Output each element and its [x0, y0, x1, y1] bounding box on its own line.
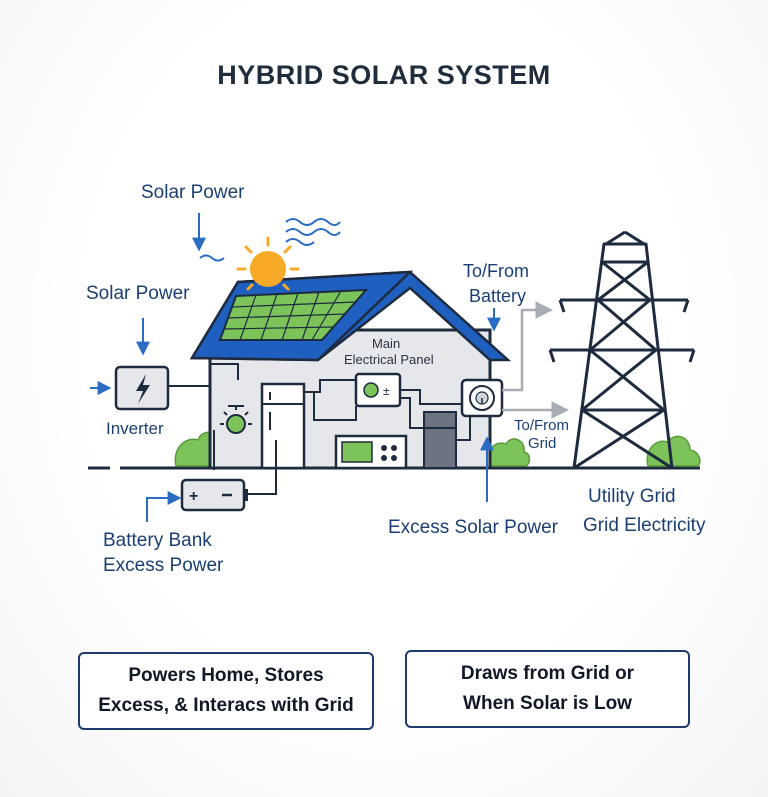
wave-icons — [199, 218, 341, 262]
utility-tower — [548, 230, 696, 470]
to-from-battery-label-line2: Battery — [469, 286, 527, 306]
battery-bank-label: Battery Bank — [103, 530, 212, 551]
bush-middle — [486, 438, 531, 467]
page-title: HYBRID SOLAR SYSTEM — [217, 60, 551, 90]
to-from-battery-label-line1: To/From — [463, 261, 530, 281]
solar-power-left-label: Solar Power — [86, 283, 190, 304]
solar-power-top-label: Solar Power — [141, 182, 245, 203]
water-heater — [423, 411, 457, 469]
to-from-grid-label-line2: Grid — [528, 435, 557, 452]
bush-right — [646, 435, 701, 467]
to-from-battery-arrow — [502, 301, 553, 392]
home-appliance — [334, 434, 408, 470]
light-bulb-icon — [220, 405, 252, 434]
inverter-box — [114, 365, 170, 411]
sun-icon — [236, 236, 300, 291]
roof-solar-panel — [218, 288, 369, 341]
summary-box-right-line1: Draws from Grid or — [460, 663, 635, 684]
battery-plus-icon: + — [189, 488, 198, 505]
to-from-grid-label-line1: To/From — [514, 417, 570, 434]
excess-power-label: Excess Power — [103, 555, 224, 576]
summary-box-left-line2: Excess, & Interacs with Grid — [98, 695, 354, 716]
house: ± — [189, 270, 512, 470]
grid-flow-arrows — [502, 301, 569, 419]
house-wiring — [168, 363, 471, 495]
excess-solar-power-label: Excess Solar Power — [388, 517, 559, 538]
main-panel-label-line1: Main — [372, 336, 401, 351]
battery-bank: + — [180, 478, 248, 512]
flow-arrows — [90, 213, 501, 522]
refrigerator — [260, 382, 306, 470]
grid-meter — [460, 378, 504, 418]
utility-grid-label: Utility Grid — [588, 486, 676, 507]
inverter-label: Inverter — [106, 419, 164, 438]
summary-box-right: Draws from Grid or When Solar is Low — [405, 650, 690, 728]
battery-feed-arrow — [146, 491, 182, 522]
main-panel-label-line2: Electrical Panel — [344, 352, 434, 367]
panel-plus-minus: ± — [383, 384, 390, 398]
grid-electricity-label: Grid Electricity — [583, 515, 706, 536]
lightning-icon — [136, 374, 150, 404]
summary-box-right-line2: When Solar is Low — [463, 693, 632, 714]
summary-box-left: Powers Home, Stores Excess, & Interacs w… — [78, 652, 374, 730]
main-electrical-panel: ± — [354, 372, 402, 408]
summary-box-left-line1: Powers Home, Stores — [128, 665, 324, 686]
